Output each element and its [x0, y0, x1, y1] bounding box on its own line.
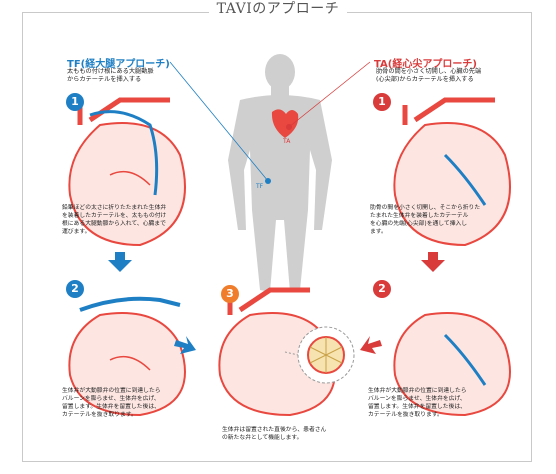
tf-intro: 太ももの付け根にある大腿動脈 からカテーテルを挿入する: [67, 68, 154, 83]
body-heart: [271, 109, 299, 138]
ta-heading: TA(経心尖アプローチ): [374, 59, 477, 70]
tf-heading: TF(経大腿アプローチ): [67, 59, 170, 70]
tf-step2-number: 2: [66, 280, 84, 298]
tf-down-arrow: [108, 252, 132, 272]
heart-illustration-ta1: [393, 97, 511, 247]
ta-step1-text: 肋骨の間を小さく切開し、そこから折りた たまれた生体弁を装着したカテーテル を心…: [370, 205, 481, 235]
valve-detail: [297, 326, 355, 384]
ta-step1-number: 1: [373, 93, 391, 111]
tf-step2-text: 生体弁が大動脈弁の位置に到達したら バルーンを膨らませ、生体弁を広げ、 留置しま…: [62, 388, 161, 418]
body-silhouette: [228, 54, 332, 292]
tf-step1-text: 鉛筆ほどの太さに折りたたまれた生体弁 を装着したカテーテルを、太ももの付け 根に…: [62, 205, 167, 235]
tf-leader-line: [169, 61, 269, 182]
tf-right-arrow: [174, 336, 196, 354]
center-step3-number: 3: [221, 285, 239, 303]
center-step3-text: 生体弁は留置された直後から、患者さん の新たな弁として機能します。: [222, 427, 327, 441]
ta-left-arrow: [360, 336, 382, 354]
tf-body-label: TF: [256, 183, 264, 190]
ta-intro: 肋骨の間を小さく切開し、心臓の先端 (心尖部)からカテーテルを挿入する: [376, 68, 482, 83]
ta-down-arrow: [421, 252, 445, 272]
ta-body-label: TA: [283, 138, 291, 145]
ta-step2-number: 2: [373, 280, 391, 298]
heart-illustration-ta2: [393, 312, 511, 417]
tf-step1-number: 1: [66, 93, 84, 111]
ta-leader-line: [288, 61, 371, 128]
ta-step2-text: 生体弁が大動脈弁の位置に到達したら バルーンを膨らませ、生体弁を広げ、 留置しま…: [368, 388, 467, 418]
heart-illustration-tf2: [68, 296, 186, 417]
page-title: TAVIのアプローチ: [0, 0, 556, 18]
